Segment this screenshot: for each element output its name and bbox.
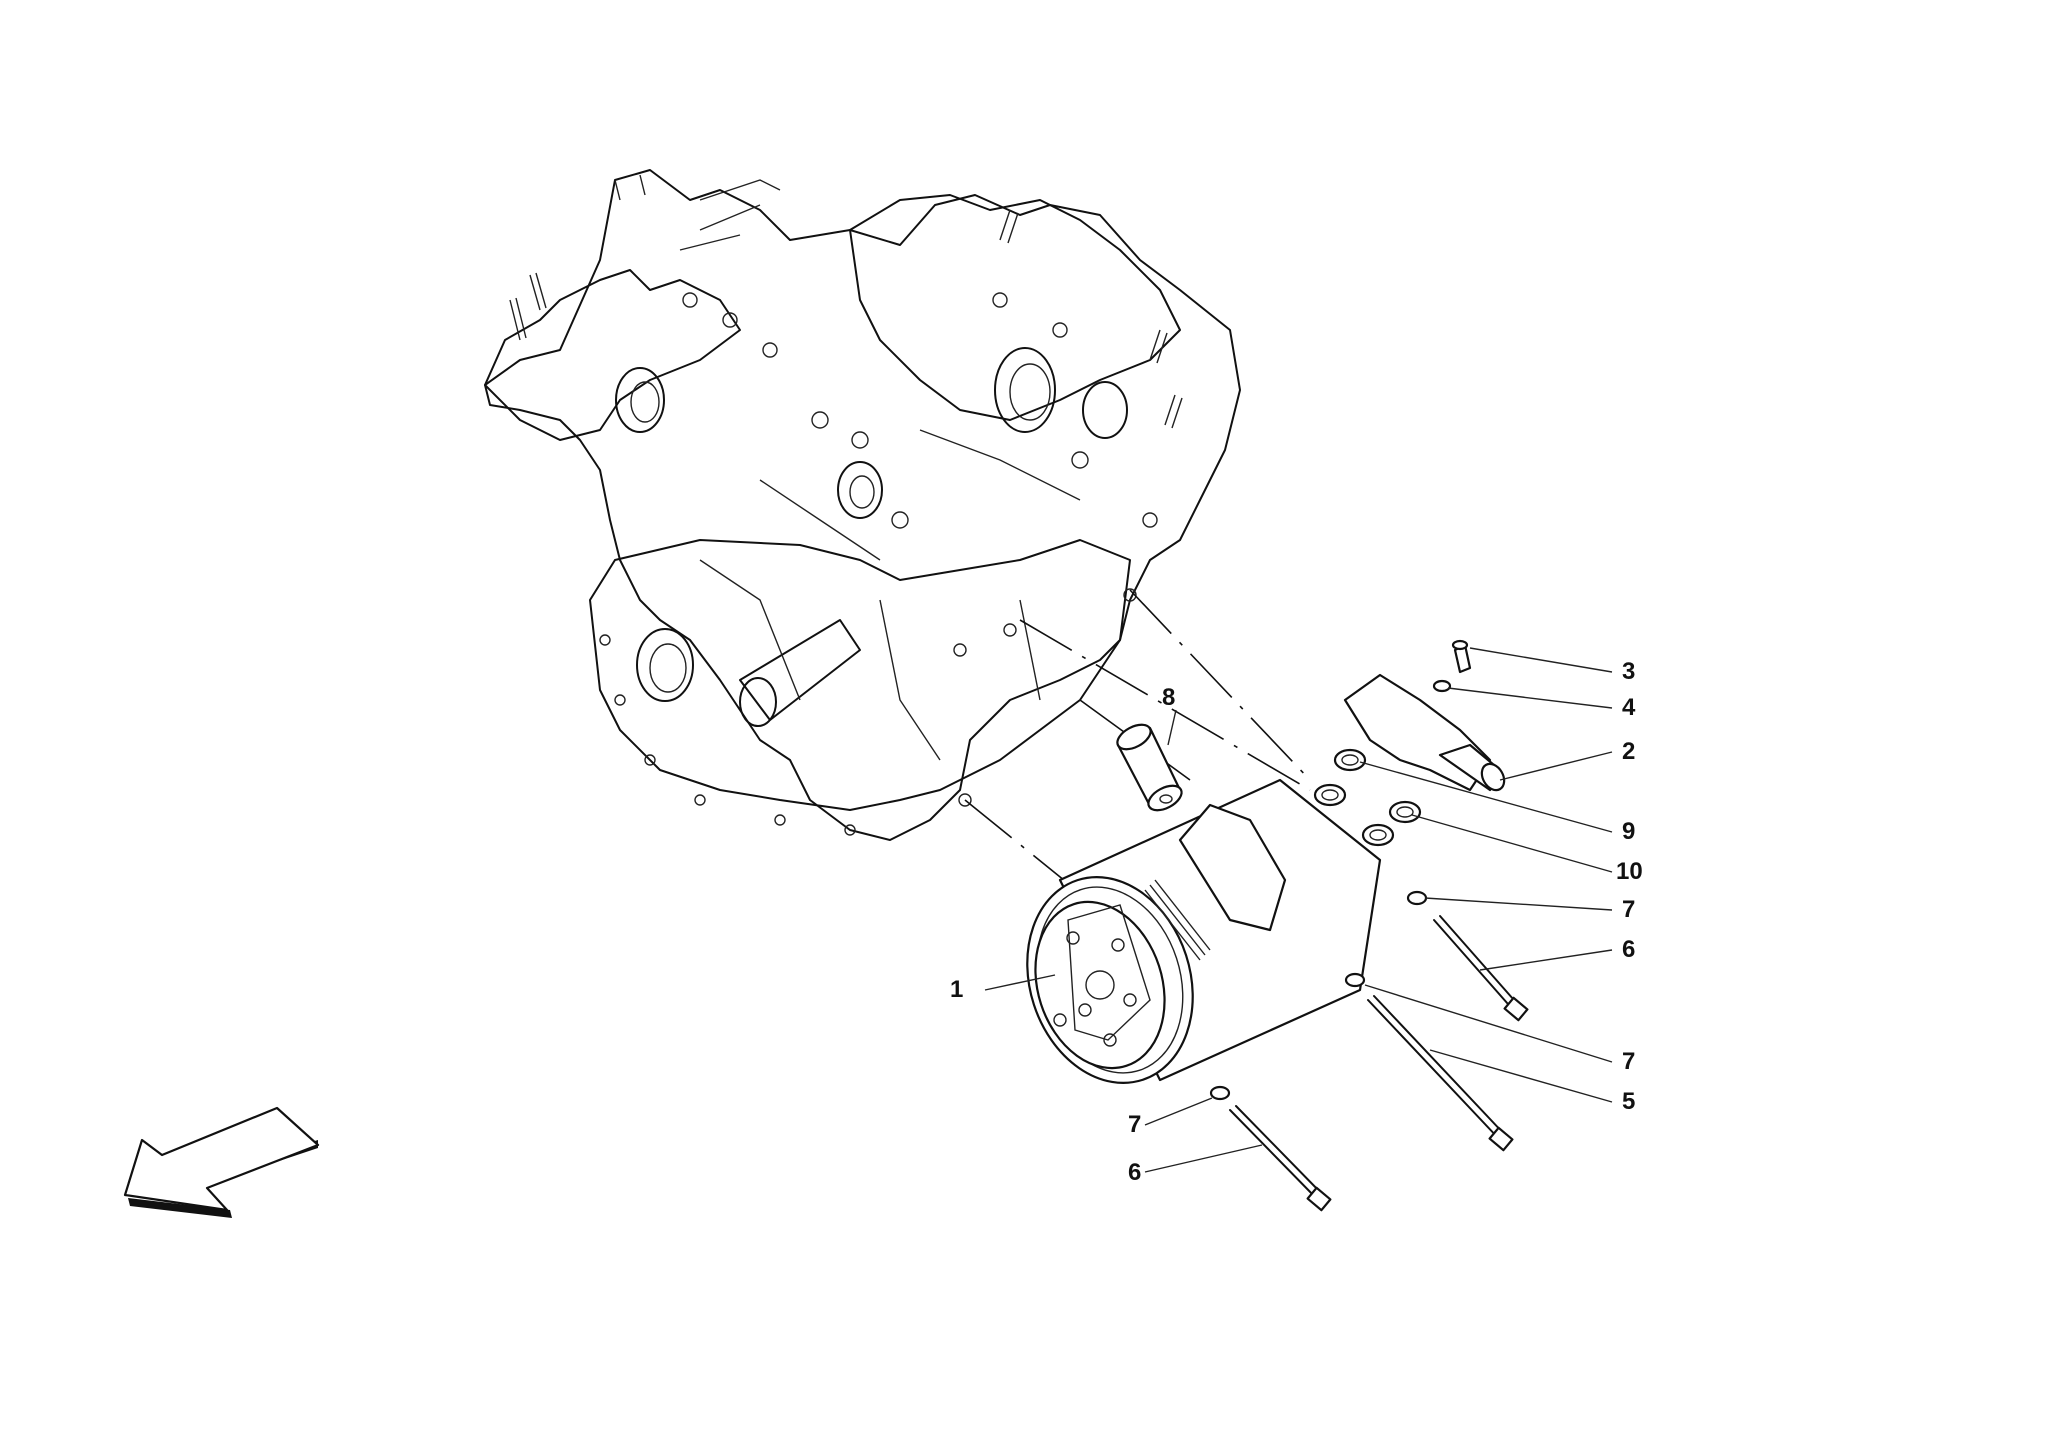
callout-8: 8: [1162, 684, 1176, 711]
callout-2: 2: [1622, 738, 1636, 765]
assembly-axis-4: [1079, 699, 1191, 781]
callout-7-lower-right: 7: [1622, 1048, 1636, 1075]
assembly-axis-1: [964, 799, 1071, 886]
engine-block: [484, 169, 1241, 841]
compressor: [1026, 778, 1382, 1084]
callout-7-bottom: 7: [1128, 1111, 1142, 1138]
callout-3: 3: [1622, 658, 1636, 685]
callout-5: 5: [1622, 1088, 1636, 1115]
callout-4: 4: [1622, 694, 1636, 721]
callout-9: 9: [1622, 818, 1636, 845]
callout-6-bottom: 6: [1128, 1159, 1142, 1186]
pipe-manifold: [1313, 673, 1506, 847]
callout-1: 1: [950, 976, 964, 1003]
callout-10: 10: [1616, 858, 1643, 885]
leader-lines: [984, 647, 1613, 1173]
assembly-axis-2: [1019, 619, 1311, 791]
orientation-arrow: [123, 1106, 320, 1218]
bolts-and-washers: [1209, 890, 1529, 1212]
screw-and-washer: [1432, 639, 1472, 693]
callout-6-right: 6: [1622, 936, 1636, 963]
spacer-bushing: [1116, 723, 1183, 812]
assembly-axis-3: [1129, 589, 1311, 781]
callout-7-upper-right: 7: [1622, 896, 1636, 923]
